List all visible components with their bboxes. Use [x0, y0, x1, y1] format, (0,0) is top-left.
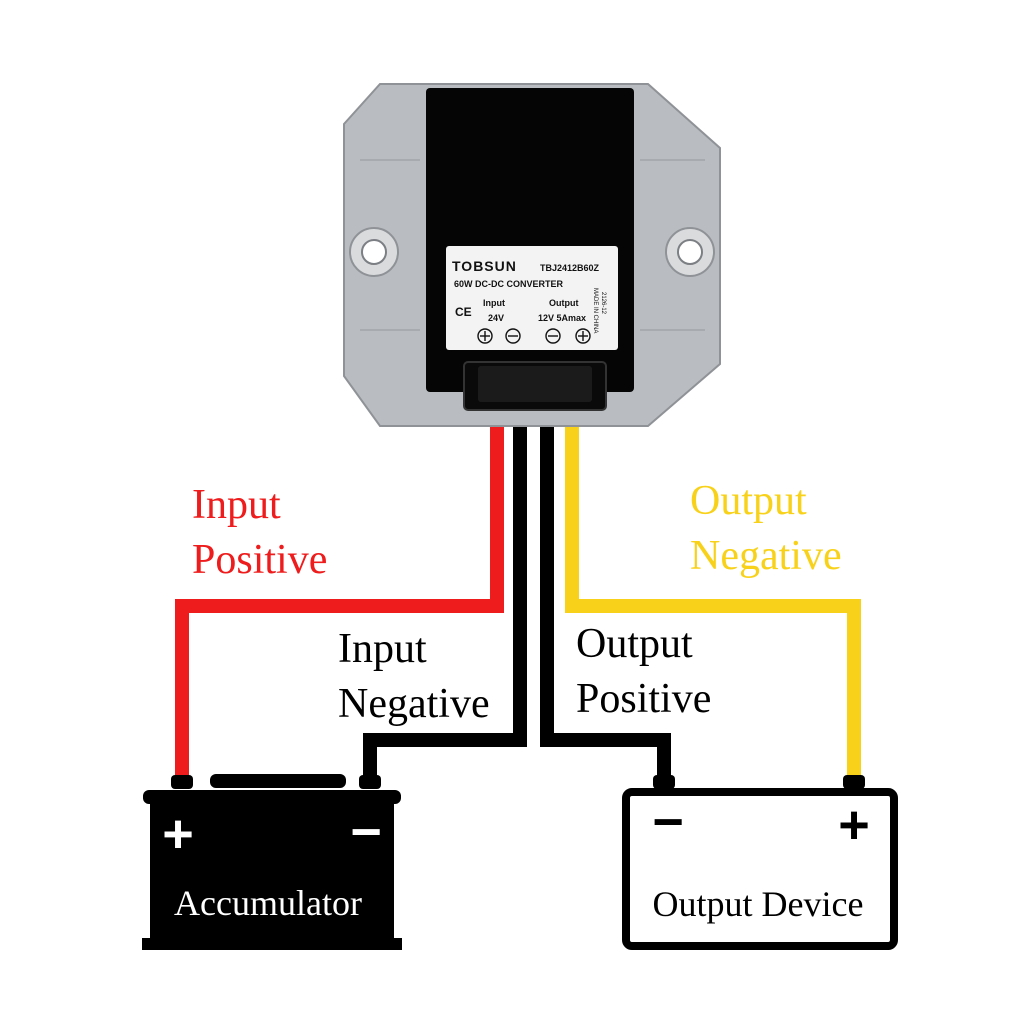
accumulator-lid	[143, 790, 401, 804]
batch-code: 2126-12	[600, 292, 606, 315]
label-input-positive-line1: Input	[192, 482, 281, 528]
output-device-body	[622, 788, 898, 950]
output-device-label: Output Device	[653, 884, 864, 924]
black-wire-input-negative	[363, 398, 527, 778]
red-wire	[175, 398, 504, 778]
housing-ridges	[360, 159, 705, 331]
wires	[175, 398, 861, 778]
input-value: 24V	[488, 313, 504, 323]
input-heading: Input	[483, 298, 505, 308]
output-device-terminal-positive	[843, 775, 865, 789]
brand-text: TOBSUN	[452, 258, 517, 274]
label-output-negative-line2: Negative	[690, 533, 842, 579]
label-input-negative-line1: Input	[338, 626, 427, 672]
accumulator-top-bar	[210, 774, 346, 788]
made-in-text: MADE IN CHINA	[592, 288, 598, 333]
label-output-negative-line1: Output	[690, 478, 807, 524]
accumulator-terminal-negative	[359, 775, 381, 789]
minus-circle-icon	[545, 328, 561, 344]
accumulator-body	[150, 804, 394, 938]
dc-dc-converter: TOBSUN TBJ2412B60Z 60W DC-DC CONVERTER C…	[343, 83, 721, 427]
accumulator-base	[142, 938, 402, 950]
description-text: 60W DC-DC CONVERTER	[454, 279, 564, 289]
yellow-wire	[565, 398, 861, 778]
mounting-hole-left	[349, 227, 399, 277]
accumulator-terminal-positive	[171, 775, 193, 789]
label-output-positive-line1: Output	[576, 621, 693, 667]
accumulator-label: Accumulator	[174, 883, 362, 923]
label-input-positive-line2: Positive	[192, 537, 327, 583]
ce-mark: CE	[455, 305, 472, 319]
black-wire-output-positive	[540, 398, 671, 778]
mounting-hole-right	[665, 227, 715, 277]
label-input-negative: Input Negative	[338, 626, 490, 727]
plus-circle-icon	[477, 328, 493, 344]
label-output-positive-line2: Positive	[576, 676, 711, 722]
output-device-minus-symbol: −	[652, 792, 684, 852]
converter-sticker	[446, 246, 618, 350]
accumulator-plus-symbol: +	[162, 804, 194, 864]
output-value: 12V 5Amax	[538, 313, 586, 323]
output-device-plus-symbol: +	[838, 795, 870, 855]
label-output-negative: Output Negative	[690, 478, 842, 579]
plus-circle-icon	[575, 328, 591, 344]
label-input-positive: Input Positive	[192, 482, 327, 583]
minus-circle-icon	[505, 328, 521, 344]
accumulator: + − Accumulator	[142, 774, 402, 950]
label-input-negative-line2: Negative	[338, 681, 490, 727]
output-device: − + Output Device	[622, 775, 898, 950]
output-heading: Output	[549, 298, 579, 308]
accumulator-minus-symbol: −	[350, 802, 382, 862]
model-text: TBJ2412B60Z	[540, 263, 600, 273]
output-device-terminal-negative	[653, 775, 675, 789]
label-output-positive: Output Positive	[576, 621, 711, 722]
